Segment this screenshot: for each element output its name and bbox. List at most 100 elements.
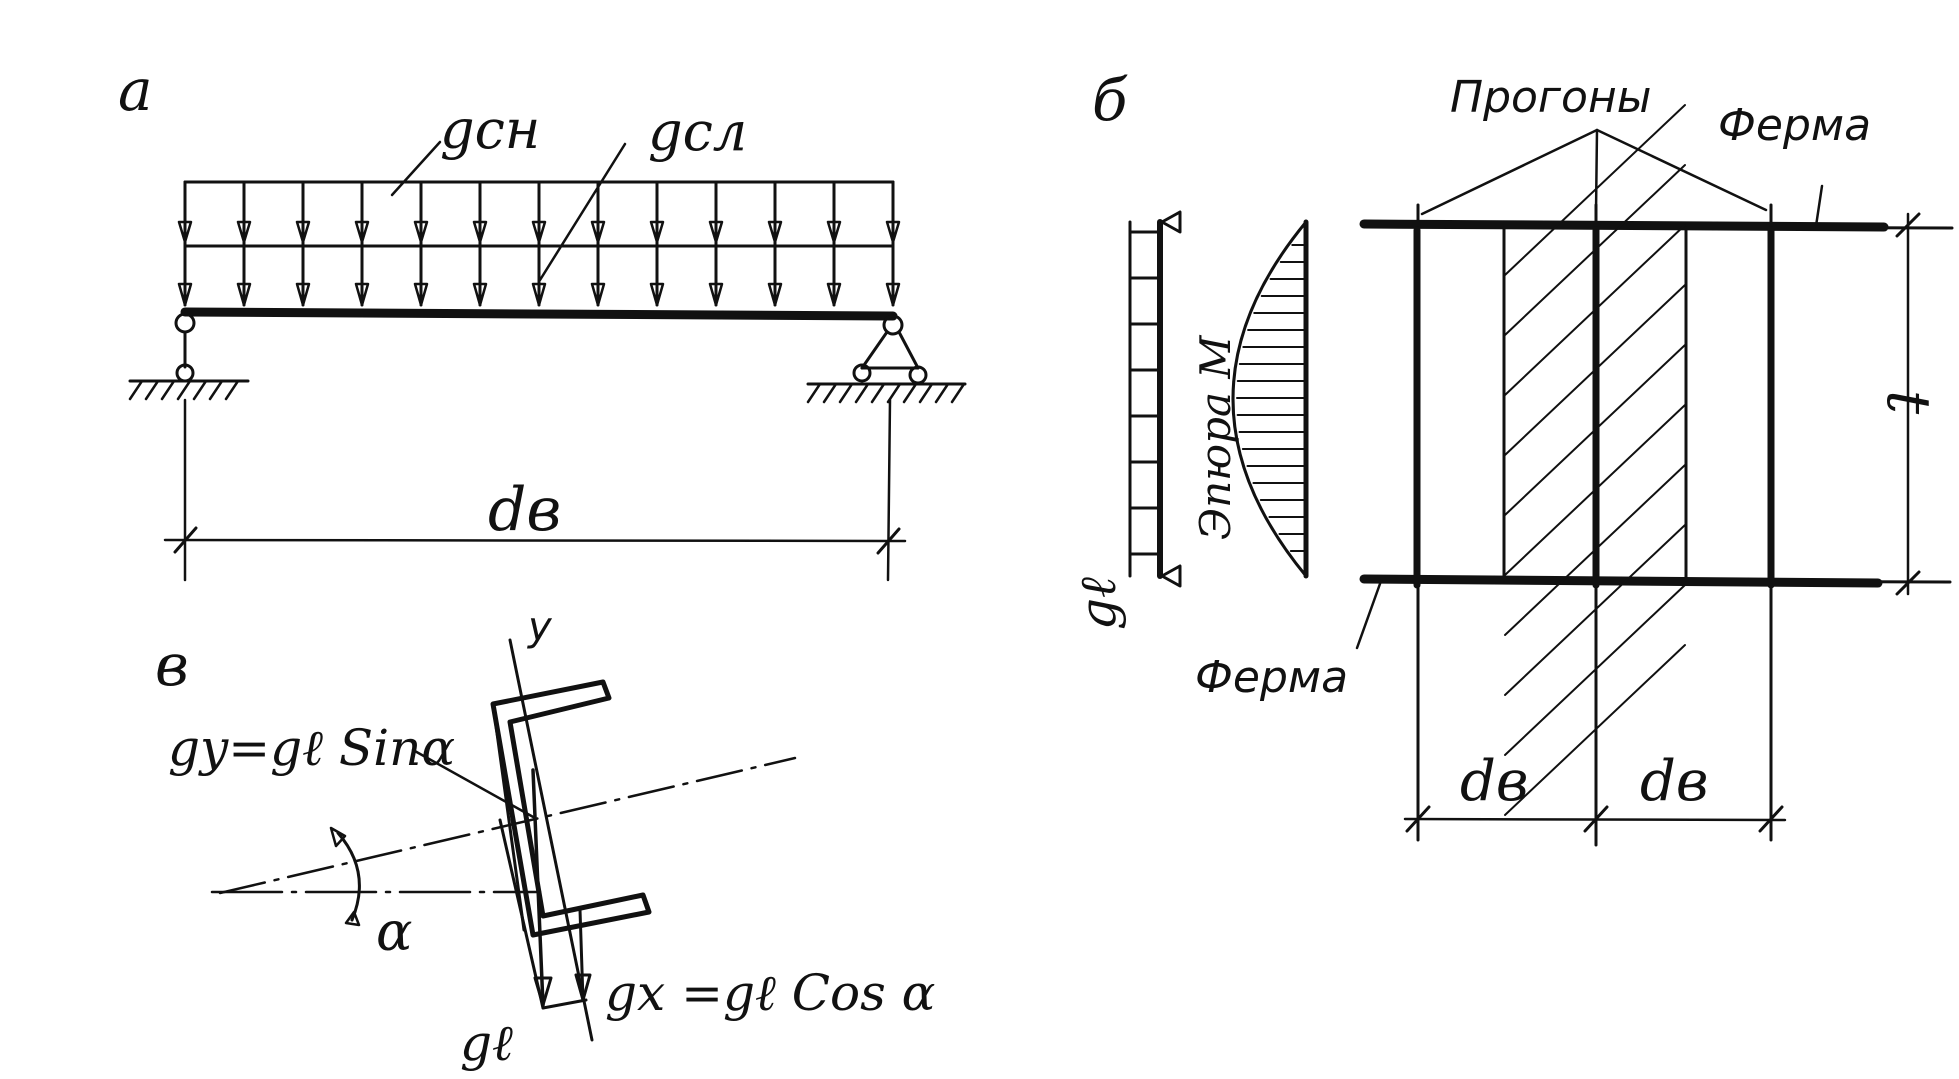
- beam: [180, 307, 898, 321]
- load-arrowhead: [885, 220, 901, 244]
- load-arrowhead: [826, 220, 842, 244]
- truss-spacing-dimension: t: [1873, 212, 1943, 596]
- area-hatch-line: [1504, 584, 1686, 756]
- load-arrowhead: [767, 220, 783, 244]
- angle-arc: [336, 831, 361, 922]
- leader-line: [538, 142, 627, 282]
- truss-top-label: Ферма: [1718, 100, 1871, 151]
- load-arrowhead: [590, 220, 606, 244]
- load-g-label: gℓ: [460, 1014, 513, 1072]
- load-arrowhead: [531, 220, 547, 244]
- self-weight-label: gсл: [648, 100, 747, 163]
- area-hatch-line: [1504, 404, 1686, 576]
- hatch-line: [176, 379, 192, 401]
- left-support: [128, 312, 250, 401]
- area-hatch-line: [1504, 224, 1686, 396]
- right-support: [806, 314, 967, 404]
- spacing-left-label: dв: [1460, 749, 1528, 814]
- ground-hatch: [128, 379, 240, 401]
- load-arrowhead: [413, 220, 429, 244]
- purlin-spacing-dimension: dв dв: [1403, 749, 1787, 833]
- purlin-load-diagram: gℓ: [1069, 210, 1182, 630]
- load-arrowhead: [177, 220, 193, 244]
- hatch-line: [128, 379, 144, 401]
- hatch-line: [822, 382, 838, 404]
- y-axis-label: y: [527, 604, 553, 650]
- hatch-line: [224, 379, 240, 401]
- panel-b-tag: б: [1092, 66, 1128, 134]
- load-arrowhead: [531, 282, 547, 307]
- tributary-area: [1502, 104, 1688, 816]
- load-arrowhead: [413, 282, 429, 307]
- load-arrowhead: [295, 282, 311, 307]
- hatch-line: [160, 379, 176, 401]
- snow-load-label: gсн: [440, 98, 540, 161]
- leader-line: [390, 140, 442, 197]
- moment-diagram: Эпюра М: [1191, 219, 1309, 579]
- hatch-line: [838, 382, 854, 404]
- span-label: dв: [488, 475, 561, 545]
- gx-formula: gx =gℓ Cos α: [605, 964, 935, 1022]
- load-arrowhead: [354, 220, 370, 244]
- load-label: gℓ: [1069, 577, 1127, 630]
- load-vector-g: [531, 768, 545, 1007]
- hatch-line: [144, 379, 160, 401]
- hatch-line: [806, 382, 822, 404]
- area-hatch-line: [1504, 644, 1686, 816]
- area-hatch: [1504, 104, 1686, 816]
- load-vector-gx: [578, 908, 585, 1002]
- load-arrowhead: [708, 282, 724, 307]
- height-label: t: [1873, 390, 1943, 415]
- panel-c: в y α gy=gℓ Sinα gx =gℓ Cos α gℓ: [155, 604, 935, 1072]
- purlins-label: Прогоны: [1450, 72, 1651, 123]
- load-arrowhead: [590, 282, 606, 307]
- area-hatch-line: [1504, 284, 1686, 456]
- load-arrowhead: [826, 282, 842, 307]
- hatch-line: [918, 382, 934, 404]
- load-arrowhead: [236, 282, 252, 307]
- load-ticks: [1129, 230, 1162, 556]
- truss-top: [1359, 219, 1889, 232]
- hatch-line: [934, 382, 950, 404]
- load-arrowhead: [236, 220, 252, 244]
- load-arrows: [177, 180, 901, 307]
- area-hatch-line: [1504, 104, 1686, 276]
- load-diagram: [177, 180, 901, 307]
- area-hatch-line: [1504, 344, 1686, 516]
- y-axis: [508, 638, 594, 1042]
- channel-section: [490, 679, 652, 938]
- moment-hatch: [1236, 244, 1305, 552]
- load-arrowhead: [472, 282, 488, 307]
- load-arrowhead: [885, 282, 901, 307]
- load-arrowhead: [177, 282, 193, 307]
- panel-c-tag: в: [155, 631, 189, 699]
- area-hatch-line: [1504, 464, 1686, 636]
- panel-b: б gℓ Эпюра М: [1069, 66, 1954, 847]
- load-arrowhead: [472, 220, 488, 244]
- x-axis: [218, 756, 797, 895]
- hatch-line: [902, 382, 918, 404]
- hatch-line: [854, 382, 870, 404]
- area-hatch-line: [1504, 524, 1686, 696]
- hatch-line: [208, 379, 224, 401]
- truss-bottom: [1359, 574, 1883, 588]
- load-arrowhead: [649, 282, 665, 307]
- truss-bottom-label: Ферма: [1195, 652, 1348, 703]
- ground-hatch: [806, 382, 966, 404]
- spacing-right-label: dв: [1640, 749, 1708, 814]
- load-arrowhead: [295, 220, 311, 244]
- load-arrowhead: [708, 220, 724, 244]
- load-vector-gy: [498, 818, 545, 1010]
- hatch-line: [192, 379, 208, 401]
- load-arrowhead: [767, 282, 783, 307]
- load-arrowhead: [354, 282, 370, 307]
- panel-a-tag: а: [118, 56, 153, 124]
- load-arrowhead: [649, 220, 665, 244]
- hatch-line: [950, 382, 966, 404]
- gy-formula: gy=gℓ Sinα: [168, 719, 455, 777]
- angle-label: α: [376, 900, 412, 963]
- area-hatch-line: [1504, 164, 1686, 336]
- span-dimension: dв: [163, 398, 907, 582]
- hatch-line: [870, 382, 886, 404]
